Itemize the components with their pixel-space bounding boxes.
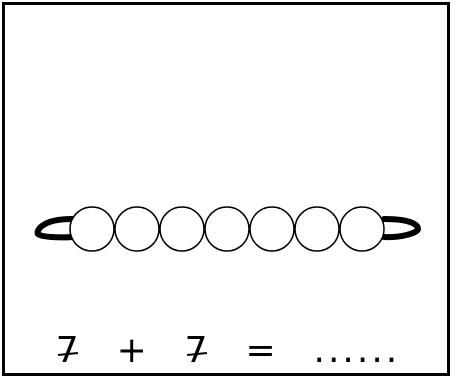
- bead: [114, 206, 160, 252]
- bead: [249, 206, 295, 252]
- plus-sign: +: [116, 330, 148, 371]
- equation: 7 + 7 = ......: [0, 326, 456, 376]
- addend-2: 7: [185, 326, 209, 376]
- bead: [339, 206, 385, 252]
- string-right-loop: [381, 216, 422, 241]
- bead: [159, 206, 205, 252]
- answer-blank: ......: [313, 330, 401, 371]
- bead: [294, 206, 340, 252]
- equals-sign: =: [245, 330, 277, 371]
- string-left-loop: [34, 216, 75, 241]
- bead: [204, 206, 250, 252]
- beads: [69, 206, 385, 252]
- bead: [69, 206, 115, 252]
- addend-1: 7: [56, 326, 80, 376]
- string-loops: [34, 216, 422, 241]
- worksheet-frame: [2, 2, 450, 376]
